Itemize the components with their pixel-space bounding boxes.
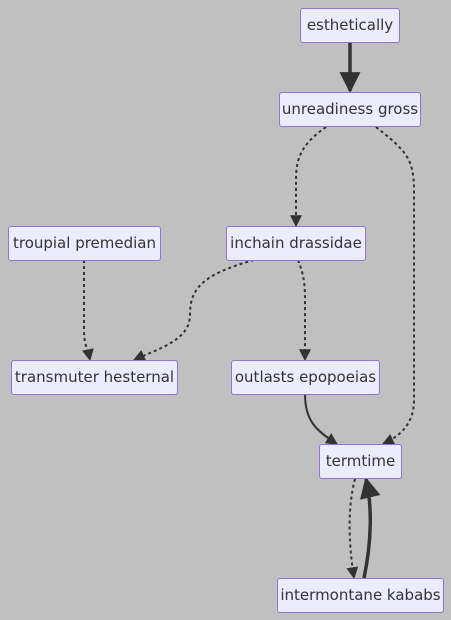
edge-troupial-premedian-to-transmuter-hesternal	[81, 260, 94, 362]
edge-intermontane-kababs-to-termtime	[360, 476, 381, 579]
edge-inchain-drassidae-to-outlasts-epopoeias	[297, 259, 311, 362]
node-intermontane-kababs[interactable]: intermontane kababs	[277, 578, 444, 613]
node-inchain-drassidae[interactable]: inchain drassidae	[226, 226, 366, 261]
node-esthetically[interactable]: esthetically	[300, 8, 400, 43]
node-termtime[interactable]: termtime	[319, 444, 402, 479]
edge-inchain-drassidae-to-transmuter-hesternal	[132, 259, 255, 361]
node-transmuter-hesternal[interactable]: transmuter hesternal	[11, 360, 178, 395]
node-outlasts-epopoeias[interactable]: outlasts epopoeias	[231, 360, 380, 395]
edge-unreadiness-gross-to-termtime	[375, 126, 415, 445]
edge-outlasts-epopoeias-to-termtime	[304, 393, 339, 445]
edge-unreadiness-gross-to-inchain-drassidae	[290, 126, 327, 228]
edge-termtime-to-intermontane-kababs	[346, 478, 359, 580]
node-troupial-premedian[interactable]: troupial premedian	[8, 226, 161, 261]
node-unreadiness-gross[interactable]: unreadiness gross	[279, 92, 421, 127]
